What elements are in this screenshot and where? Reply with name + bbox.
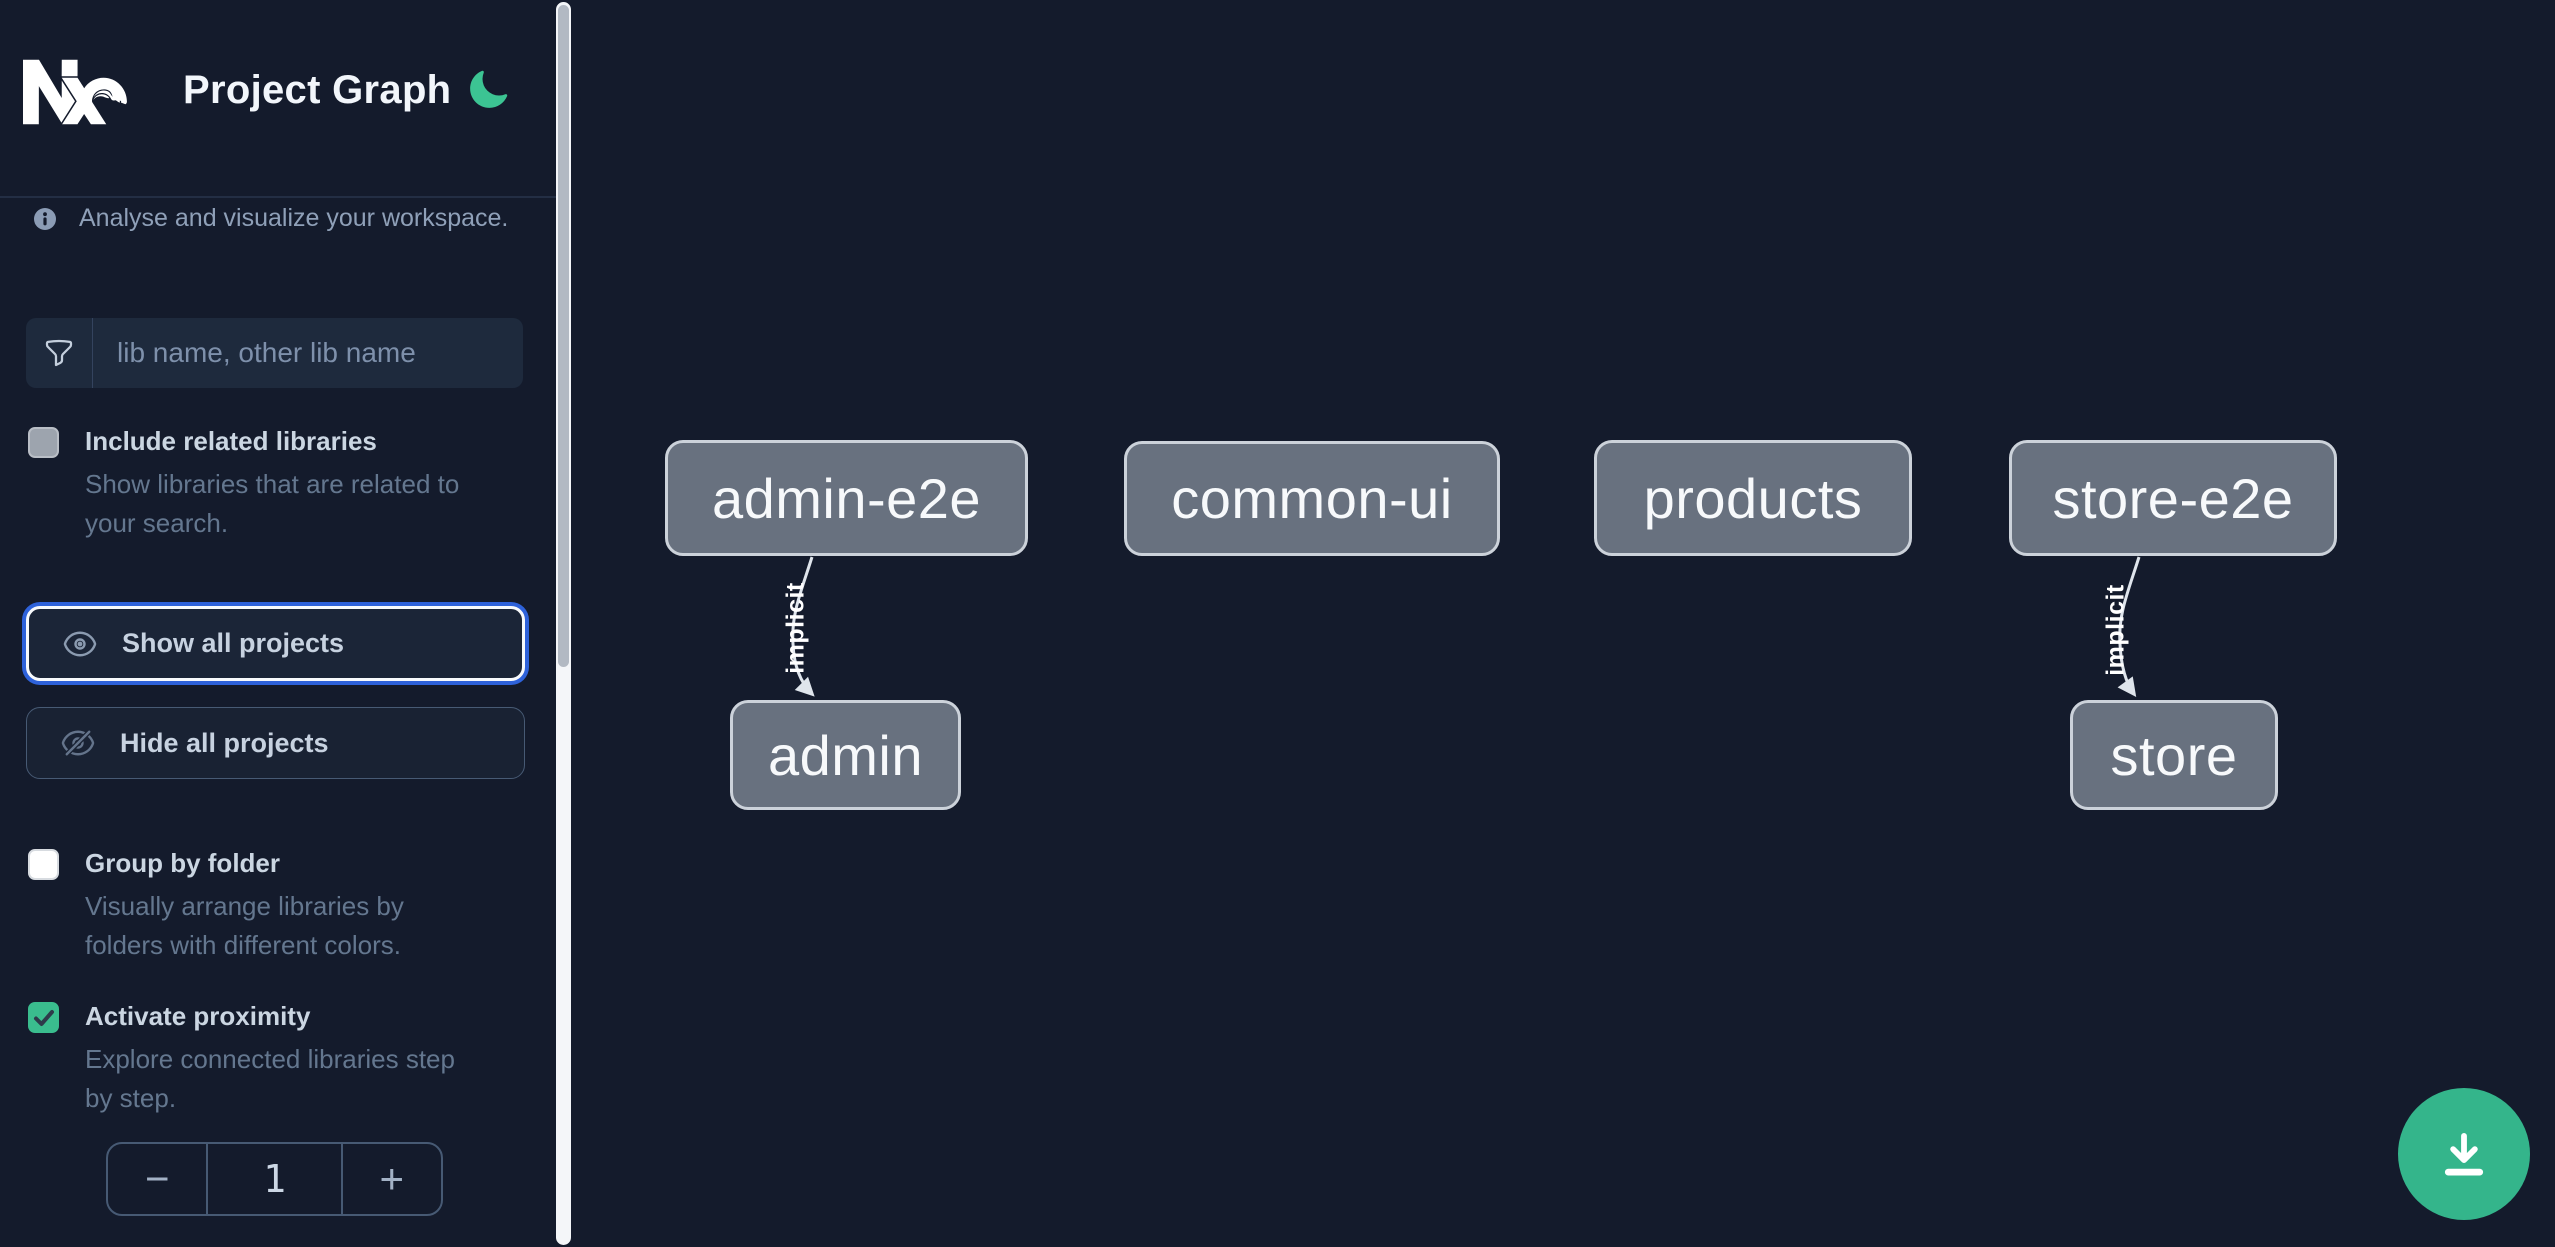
search-input[interactable] xyxy=(93,318,523,388)
graph-edge-admin-e2e-admin[interactable] xyxy=(791,556,815,697)
sidebar: Project Graph Analyse and visualize your… xyxy=(0,0,557,1247)
option-group-by-folder: Group by folder Visually arrange librari… xyxy=(28,848,404,965)
proximity-depth-stepper: − 1 + xyxy=(106,1142,443,1216)
download-image-button[interactable] xyxy=(2398,1088,2530,1220)
proximity-depth-value: 1 xyxy=(206,1144,343,1214)
sidebar-scrollbar-thumb[interactable] xyxy=(558,5,569,667)
search-box xyxy=(26,318,523,388)
graph-node-products[interactable]: products xyxy=(1594,440,1912,556)
graph-node-store-e2e[interactable]: store-e2e xyxy=(2009,440,2337,556)
hide-all-projects-button[interactable]: Hide all projects xyxy=(26,707,525,779)
eye-off-icon xyxy=(61,728,95,758)
header-divider xyxy=(0,196,557,198)
graph-node-admin-e2e[interactable]: admin-e2e xyxy=(665,440,1028,556)
moon-icon xyxy=(470,70,508,108)
edge-label-admin-e2e-admin: implicit xyxy=(782,582,810,674)
graph-edge-store-e2e-store[interactable] xyxy=(2117,556,2141,698)
increment-button[interactable]: + xyxy=(379,1155,405,1202)
group-by-folder-checkbox[interactable] xyxy=(28,849,59,880)
option-label: Activate proximity xyxy=(85,1001,311,1031)
check-icon xyxy=(33,1009,54,1026)
show-all-projects-button[interactable]: Show all projects xyxy=(26,606,525,681)
funnel-icon xyxy=(45,339,73,367)
graph-node-store[interactable]: store xyxy=(2070,700,2278,810)
page-title: Project Graph xyxy=(183,68,452,112)
decrement-button[interactable]: − xyxy=(144,1155,170,1202)
option-include-related-libraries: Include related libraries Show libraries… xyxy=(28,426,459,543)
nx-logo xyxy=(23,59,127,125)
activate-proximity-checkbox[interactable] xyxy=(28,1002,59,1033)
graph-node-admin[interactable]: admin xyxy=(730,700,961,810)
theme-toggle-button[interactable] xyxy=(466,68,510,112)
search-icon-box xyxy=(26,318,93,388)
eye-icon xyxy=(63,631,97,656)
show-all-projects-label: Show all projects xyxy=(122,628,345,658)
tagline-row: Analyse and visualize your workspace. xyxy=(33,204,508,233)
download-icon xyxy=(2444,1132,2484,1176)
option-activate-proximity: Activate proximity Explore connected lib… xyxy=(28,1001,455,1118)
tagline-text: Analyse and visualize your workspace. xyxy=(79,204,509,232)
include-related-checkbox[interactable] xyxy=(28,427,59,458)
graph-node-common-ui[interactable]: common-ui xyxy=(1124,441,1500,556)
option-label: Include related libraries xyxy=(85,426,377,456)
graph-canvas[interactable] xyxy=(571,0,2555,1247)
hide-all-projects-label: Hide all projects xyxy=(120,727,329,758)
option-label: Group by folder xyxy=(85,848,280,878)
edge-label-store-e2e-store: implicit xyxy=(2102,584,2130,676)
info-icon xyxy=(34,207,56,230)
